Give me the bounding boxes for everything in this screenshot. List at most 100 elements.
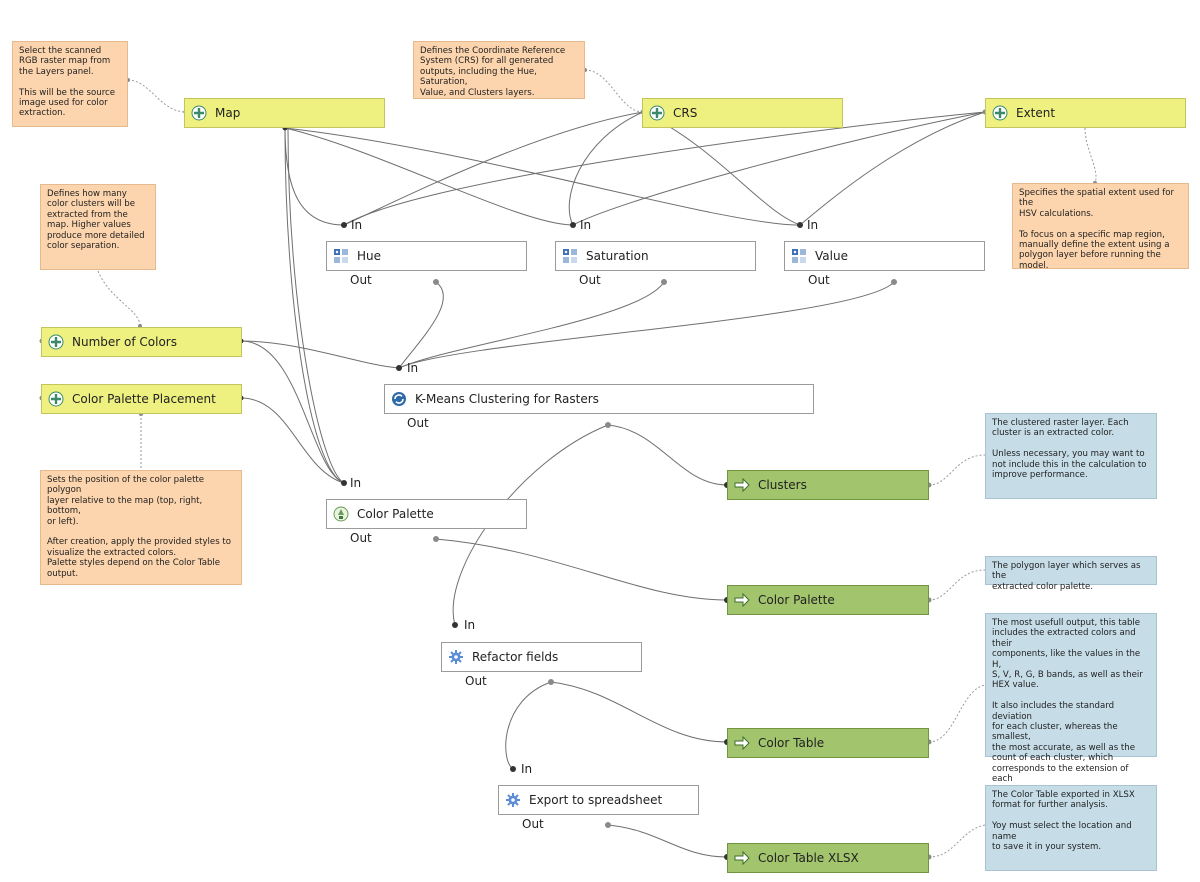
output-color-palette[interactable]: Color Palette — [727, 585, 929, 615]
output-color-table-xlsx[interactable]: Color Table XLSX — [727, 843, 929, 873]
output-clusters-label: Clusters — [758, 478, 807, 492]
port-dot — [433, 536, 439, 542]
port-dot — [548, 679, 554, 685]
gear-icon — [505, 792, 521, 808]
wire-map-saturation — [284, 127, 574, 226]
output-color-table-xlsx-label: Color Table XLSX — [758, 851, 859, 865]
port-dot — [891, 279, 897, 285]
output-color-table-label: Color Table — [758, 736, 825, 750]
kmeans-in-label: In — [407, 361, 419, 375]
input-crs-label: CRS — [673, 106, 698, 120]
wire-map-value — [284, 127, 801, 226]
note-map[interactable]: Select the scanned RGB raster map from t… — [12, 41, 128, 127]
wire-refactor-export — [505, 681, 552, 770]
alg-export-spreadsheet[interactable]: Export to spreadsheet — [498, 785, 699, 815]
refactor-out-label: Out — [465, 674, 487, 688]
note-extent[interactable]: Specifies the spatial extent used for th… — [1012, 183, 1189, 271]
raster-calculator-icon — [333, 248, 349, 264]
raster-calculator-icon — [562, 248, 578, 264]
arrow-right-icon — [734, 592, 750, 608]
comment-link-xlsx — [928, 824, 986, 858]
wire-crs-saturation — [568, 111, 644, 226]
palette-icon — [333, 506, 349, 522]
output-color-table[interactable]: Color Table — [727, 728, 929, 758]
saturation-in-label: In — [580, 218, 592, 232]
note-num-colors[interactable]: Defines how many color clusters will be … — [40, 184, 156, 270]
plus-icon — [649, 105, 665, 121]
wire-kmeans-clusters — [607, 424, 728, 486]
raster-calculator-icon — [791, 248, 807, 264]
input-extent[interactable]: Extent — [985, 98, 1186, 128]
arrow-right-icon — [734, 477, 750, 493]
wire-saturation-kmeans — [398, 281, 665, 369]
output-clusters[interactable]: Clusters — [727, 470, 929, 500]
note-color-table[interactable]: The most usefull output, this table incl… — [985, 613, 1157, 795]
alg-color-palette-label: Color Palette — [357, 507, 434, 521]
value-in-label: In — [807, 218, 819, 232]
port-dot — [396, 365, 402, 371]
port-dot — [433, 279, 439, 285]
input-number-of-colors[interactable]: Number of Colors — [41, 327, 242, 357]
refactor-in-label: In — [464, 618, 476, 632]
input-map-label: Map — [215, 106, 241, 120]
wire-map-colorpalette-2 — [287, 127, 345, 484]
alg-saturation[interactable]: Saturation — [555, 241, 756, 271]
comment-link-clusters — [928, 454, 986, 486]
color-palette-in-label: In — [350, 476, 362, 490]
wire-placement-colorpalette — [240, 397, 345, 484]
input-color-palette-placement[interactable]: Color Palette Placement — [41, 384, 242, 414]
value-out-label: Out — [808, 273, 830, 287]
hue-out-label: Out — [350, 273, 372, 287]
wire-extent-hue — [343, 111, 986, 226]
port-dot — [341, 222, 347, 228]
note-crs[interactable]: Defines the Coordinate Reference System … — [413, 41, 585, 99]
kmeans-out-label: Out — [407, 416, 429, 430]
comment-link-colortable — [928, 684, 986, 743]
plus-icon — [191, 105, 207, 121]
note-palette-placement[interactable]: Sets the position of the color palette p… — [40, 470, 242, 585]
wire-crs-value — [642, 111, 801, 226]
port-dot — [797, 222, 803, 228]
alg-export-spreadsheet-label: Export to spreadsheet — [529, 793, 663, 807]
gear-icon — [448, 649, 464, 665]
note-clusters[interactable]: The clustered raster layer. Each cluster… — [985, 413, 1157, 499]
alg-refactor-fields[interactable]: Refactor fields — [441, 642, 642, 672]
output-color-palette-label: Color Palette — [758, 593, 835, 607]
arrow-right-icon — [734, 850, 750, 866]
comment-link-crs — [584, 69, 644, 113]
saturation-out-label: Out — [579, 273, 601, 287]
color-palette-out-label: Out — [350, 531, 372, 545]
port-dot — [341, 480, 347, 486]
comment-link-colorpalette — [928, 569, 986, 601]
alg-value[interactable]: Value — [784, 241, 985, 271]
port-dot — [570, 222, 576, 228]
wire-refactor-colortable — [550, 681, 728, 743]
input-extent-label: Extent — [1016, 106, 1056, 120]
input-crs[interactable]: CRS — [642, 98, 843, 128]
port-dot — [510, 766, 516, 772]
note-color-table-xlsx[interactable]: The Color Table exported in XLSX format … — [985, 785, 1157, 871]
plus-icon — [48, 334, 64, 350]
port-dot — [661, 279, 667, 285]
alg-color-palette[interactable]: Color Palette — [326, 499, 527, 529]
export-in-label: In — [521, 762, 533, 776]
arrow-right-icon — [734, 735, 750, 751]
wire-numcolors-kmeans — [240, 340, 400, 369]
port-dot — [605, 422, 611, 428]
plus-icon — [992, 105, 1008, 121]
export-out-label: Out — [522, 817, 544, 831]
alg-value-label: Value — [815, 249, 848, 263]
alg-hue[interactable]: Hue — [326, 241, 527, 271]
alg-kmeans[interactable]: K-Means Clustering for Rasters — [384, 384, 814, 414]
wire-extent-saturation — [572, 111, 986, 226]
hue-in-label: In — [351, 218, 363, 232]
alg-refactor-fields-label: Refactor fields — [472, 650, 559, 664]
input-map[interactable]: Map — [184, 98, 385, 128]
port-dot — [452, 622, 458, 628]
wire-map-colorpalette — [284, 127, 345, 484]
alg-kmeans-label: K-Means Clustering for Rasters — [415, 392, 599, 406]
wire-numcolors-colorpalette — [240, 340, 345, 484]
input-number-of-colors-label: Number of Colors — [72, 335, 177, 349]
note-color-palette-output[interactable]: The polygon layer which serves as the ex… — [985, 556, 1157, 592]
input-color-palette-placement-label: Color Palette Placement — [72, 392, 216, 406]
